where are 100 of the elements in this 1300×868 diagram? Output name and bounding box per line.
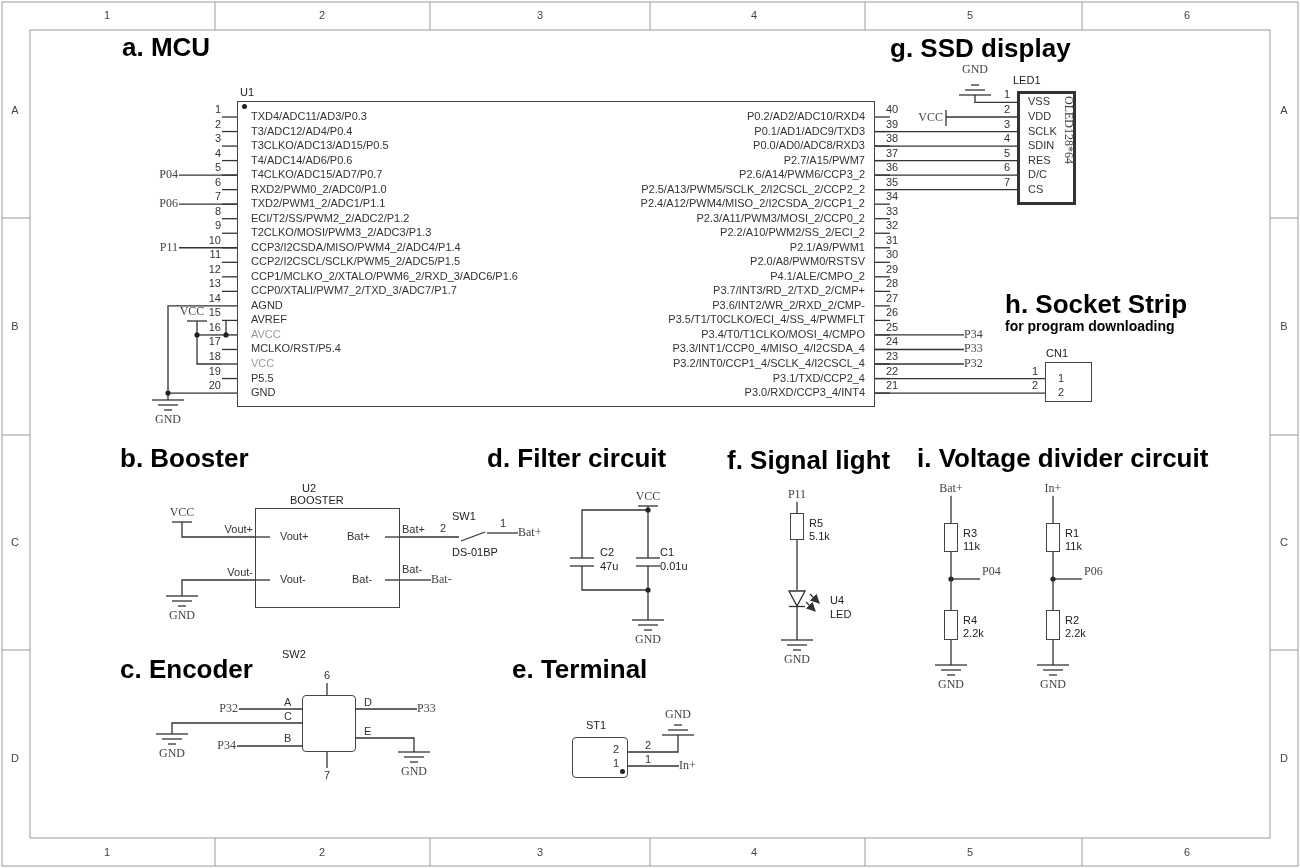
net-label: VCC: [179, 305, 205, 319]
pin-name: ECI/T2/SS/PWM2_2/ADC2/P1.2: [251, 211, 410, 225]
pin-number: 18: [208, 350, 221, 363]
pin-name: D: [364, 696, 372, 709]
net-label: P04: [982, 565, 1001, 579]
net-label: Bat+: [402, 523, 425, 536]
pin-number: 38: [886, 132, 899, 145]
pin-number: 15: [208, 306, 221, 320]
wire: [238, 708, 303, 710]
pin-name: P3.6/INT2/WR_2/RXD_2/CMP-: [712, 298, 865, 312]
pin-number: 2: [440, 522, 447, 535]
pin-name: P2.2/A10/PWM2/SS_2/ECI_2: [720, 226, 865, 239]
designator-label: LED1: [1013, 74, 1041, 87]
pin-name: 1: [1058, 371, 1065, 385]
pin-number: 31: [886, 233, 899, 247]
pin-number: 3: [214, 132, 221, 145]
component-value: 5.1k: [809, 530, 830, 543]
pin-number: 22: [886, 364, 899, 378]
net-label: GND: [155, 413, 181, 427]
pin-number: 1: [1003, 88, 1010, 102]
wire: [355, 708, 418, 710]
pin-number: 27: [886, 291, 899, 305]
grid-reference: 1: [103, 9, 111, 22]
net-label: Vout-: [227, 566, 253, 579]
grid-reference: 3: [536, 846, 544, 859]
wire: [874, 348, 965, 351]
designator-label: U4: [830, 594, 845, 607]
pin-name: P4.1/ALE/CMPO_2: [770, 269, 865, 283]
pin-name: 2: [1058, 386, 1065, 399]
pin-name: P3.2/INT0/CCP1_4/SCLK_4/I2CSCL_4: [673, 357, 865, 370]
designator-label: U1: [240, 86, 255, 99]
pin-number: 1: [500, 517, 507, 530]
pin-name: P0.0/AD0/ADC8/RXD3: [753, 139, 865, 152]
grid-reference: 2: [318, 9, 326, 22]
wire: [399, 579, 432, 581]
pin-name: T3/ADC12/AD4/P0.4: [251, 124, 353, 138]
pin-name: MCLKO/RST/P5.4: [251, 342, 341, 356]
pin-number: 2: [1003, 103, 1010, 116]
pin-name: P3.7/INT3/RD_2/TXD_2/CMP+: [713, 284, 865, 297]
pin-number: 1: [214, 103, 221, 116]
pin-name: P2.3/A11/PWM3/MOSI_2/CCP0_2: [696, 211, 865, 225]
grid-reference: 5: [966, 846, 974, 859]
pin-number: 30: [886, 248, 899, 261]
net-label: VCC: [169, 506, 195, 520]
pin-number: 29: [886, 262, 899, 276]
pin-number: 8: [214, 204, 221, 218]
pin-name: Vout+: [280, 530, 309, 543]
pin-number: 37: [886, 146, 899, 160]
net-label: GND: [159, 747, 185, 761]
pin-name: P0.1/AD1/ADC9/TXD3: [754, 124, 865, 138]
wire: [950, 551, 952, 611]
pin-name: A: [284, 696, 292, 709]
section-subtitle: for program downloading: [1005, 318, 1175, 335]
pin-number: 19: [208, 364, 221, 378]
pin-name: Vout-: [280, 573, 306, 586]
pin-name: P2.6/A14/PWM6/CCP3_2: [739, 168, 865, 181]
pin-name: P2.1/A9/PWM1: [789, 240, 865, 254]
net-label: GND: [401, 765, 427, 779]
pin-number: 7: [214, 190, 221, 203]
wire: [874, 392, 1046, 394]
designator-label: R5: [809, 517, 824, 530]
net-label: Bat+: [939, 482, 963, 496]
wire: [627, 765, 680, 767]
wire: [178, 247, 238, 249]
net-label: GND: [635, 633, 661, 647]
pin-name: B: [284, 732, 292, 745]
pin-number: 7: [1003, 175, 1010, 189]
pin-name: AGND: [251, 298, 283, 312]
pin-name: TXD4/ADC11/AD3/P0.3: [251, 110, 367, 123]
component-label: 47u: [600, 560, 619, 573]
net-label: P04: [159, 168, 178, 182]
net-label: P11: [787, 488, 807, 502]
pin-number: 11: [209, 248, 221, 261]
wire: [874, 189, 1018, 191]
pin-name: E: [364, 725, 372, 738]
designator-label: CN1: [1046, 347, 1068, 360]
designator-label: R3: [963, 527, 978, 540]
component-label: BOOSTER: [290, 494, 344, 507]
designator-label: R1: [1065, 527, 1080, 540]
net-label: P11: [159, 240, 178, 255]
wire: [874, 377, 1046, 380]
wire: [874, 174, 1018, 176]
pin-number: 13: [208, 277, 221, 290]
pin-number: 12: [208, 262, 221, 276]
net-label: GND: [938, 678, 964, 692]
pin-name: Bat-: [352, 573, 373, 586]
wire: [874, 334, 965, 336]
pin-name: AVREF: [251, 313, 287, 327]
pin-number: 17: [208, 335, 221, 349]
net-label: GND: [784, 653, 810, 667]
pin-name: P2.5/A13/PWM5/SCLK_2/I2CSCL_2/CCP2_2: [641, 182, 865, 196]
grid-reference: 2: [318, 846, 326, 859]
wire: [874, 159, 1018, 162]
section-heading: c. Encoder: [120, 655, 253, 685]
component-value: 2.2k: [963, 627, 984, 640]
pin-name: CCP1/MCLKO_2/XTALO/PWM6_2/RXD_3/ADC6/P1.6: [251, 269, 518, 283]
grid-reference: C: [1280, 536, 1288, 549]
pin-name: P2.0/A8/PWM0/RSTSV: [750, 255, 865, 268]
designator-label: SW2: [282, 648, 306, 661]
pin-number: 2: [1032, 379, 1039, 392]
